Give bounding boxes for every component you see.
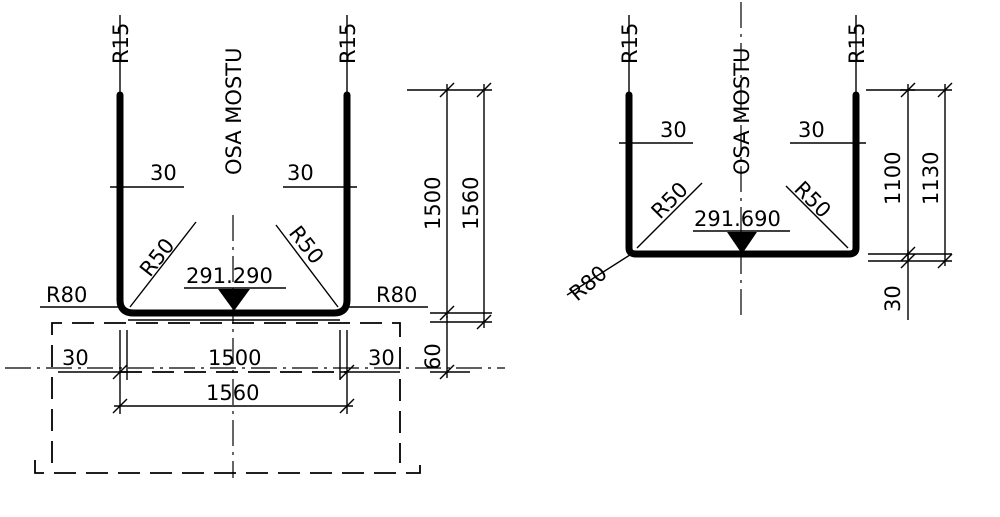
right-tick-3 <box>900 246 916 262</box>
right-r80-leader <box>566 252 634 296</box>
left-r80-label-left: R80 <box>46 283 87 307</box>
left-dim-1500-v: 1500 <box>421 177 445 230</box>
right-dim-30-vertical: 30 <box>881 285 905 312</box>
left-dim-1560-h: 1560 <box>206 381 259 405</box>
right-r15-label-left: R15 <box>618 23 642 64</box>
left-plate-base <box>34 460 421 474</box>
right-r50-leader-right <box>785 185 849 249</box>
right-level-triangle <box>727 232 757 254</box>
left-dim-1560-v: 1560 <box>459 177 483 230</box>
left-dim-30-bottom-right: 30 <box>368 346 395 370</box>
left-tick-b2 <box>339 364 355 380</box>
left-tick-b4 <box>339 398 355 414</box>
left-tick-3 <box>439 305 455 321</box>
right-tick-4 <box>937 253 953 269</box>
left-r50-leader-right <box>275 224 339 308</box>
left-dim-1500-h: 1500 <box>208 346 261 370</box>
left-u-profile <box>116 91 351 317</box>
right-tick-2 <box>937 82 953 98</box>
right-dim-1130: 1130 <box>919 152 943 205</box>
left-r15-label-right: R15 <box>336 23 360 64</box>
right-tick-5 <box>900 253 916 269</box>
right-r50-label-left: R50 <box>647 177 693 223</box>
left-axis-label: OSA MOSTU <box>222 48 246 175</box>
left-tick-b3 <box>112 398 128 414</box>
left-tick-1 <box>439 82 455 98</box>
right-section: R15 R15 OSA MOSTU 30 30 R50 R50 291.690 … <box>565 2 953 320</box>
right-level-label: 291.690 <box>694 207 781 231</box>
left-dim-30-top-left: 30 <box>150 161 177 185</box>
right-u-profile <box>625 91 860 258</box>
right-dim-30-right: 30 <box>798 118 825 142</box>
left-dim-30-bottom-left: 30 <box>62 346 89 370</box>
right-r80-label: R80 <box>565 261 612 306</box>
right-tick-1 <box>900 82 916 98</box>
left-dim-30-top-right: 30 <box>287 161 314 185</box>
left-r80-label-right: R80 <box>376 283 417 307</box>
left-r15-label-left: R15 <box>109 23 133 64</box>
left-tick-4 <box>476 314 492 330</box>
left-level-label: 291.290 <box>186 264 273 288</box>
right-r50-leader-left <box>636 182 703 249</box>
left-level-triangle <box>218 289 250 311</box>
left-tick-5 <box>439 364 455 380</box>
left-r50-label-left: R50 <box>135 234 179 281</box>
left-section: R15 R15 OSA MOSTU 30 30 R50 R50 291.290 … <box>5 15 505 478</box>
left-tick-b1 <box>112 364 128 380</box>
right-r15-label-right: R15 <box>845 23 869 64</box>
left-plate-outline <box>51 322 401 463</box>
right-dim-1100: 1100 <box>881 152 905 205</box>
left-r50-leader-left <box>129 221 197 308</box>
left-tick-2 <box>476 82 492 98</box>
right-dim-30-left: 30 <box>660 118 687 142</box>
right-r50-label-right: R50 <box>789 177 835 223</box>
right-axis-label: OSA MOSTU <box>730 48 754 175</box>
left-dim-60: 60 <box>421 343 445 370</box>
